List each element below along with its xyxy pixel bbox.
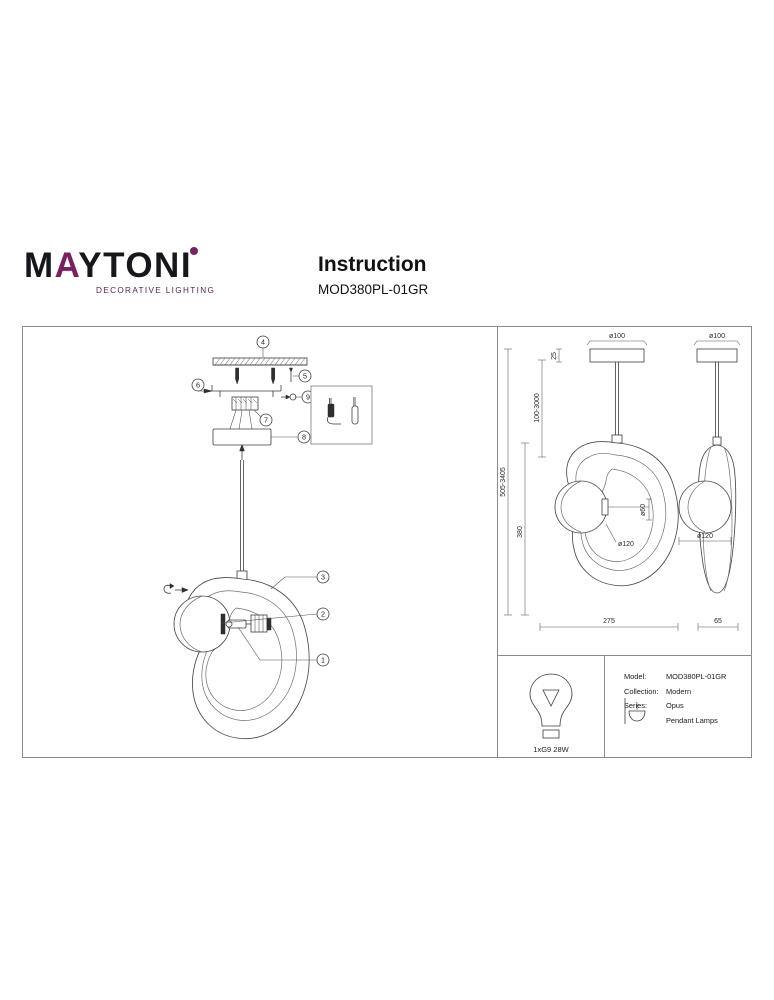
page-header: MAYTONI DECORATIVE LIGHTING Instruction … <box>0 244 774 314</box>
dim-canopy-diameter-side-label: ø100 <box>709 333 725 340</box>
logo-tagline: DECORATIVE LIGHTING <box>96 286 216 295</box>
spec-key-series: Series: <box>624 701 648 710</box>
pendant-lamp-icon <box>624 698 646 724</box>
dim-total-height: 505-3405 <box>500 348 512 616</box>
spec-row-collection: Collection: Modern <box>624 685 726 700</box>
frame-vertical-divider <box>497 327 498 757</box>
dim-ball-diameter-front-label: ø120 <box>618 541 634 548</box>
logo-dot-icon <box>190 247 198 255</box>
callout-5-label: 5 <box>303 372 307 381</box>
front-view <box>554 348 679 587</box>
model-code: MOD380PL-01GR <box>318 282 429 297</box>
callout-9-label: 9 <box>306 393 310 402</box>
callout-3: 3 <box>270 570 330 590</box>
title-block: Instruction MOD380PL-01GR <box>318 252 428 300</box>
dim-shade-width: 275 <box>539 618 679 631</box>
callout-8: 8 <box>271 430 311 444</box>
tools-inset-box <box>310 385 373 445</box>
spec-key-collection: Collection: <box>624 686 659 696</box>
spec-list: Model: MOD380PL-01GR Collection: Modern … <box>624 670 726 728</box>
dim-ball-diameter-front: ø120 <box>605 523 634 548</box>
screwdriver-icon <box>351 397 359 425</box>
mounting-screws <box>235 367 293 385</box>
spec-row-category: Pendant Lamps <box>666 714 726 729</box>
dim-shade-height: 380 <box>517 442 529 616</box>
assembly-direction-arrow <box>239 443 245 460</box>
callout-5: 5 <box>293 369 312 383</box>
product-spec-cell: Model: MOD380PL-01GR Collection: Modern … <box>605 656 752 758</box>
drawing-frame: 4 5 6 <box>22 326 752 758</box>
callout-4: 4 <box>256 335 270 357</box>
callout-1-label: 1 <box>321 656 325 665</box>
callout-3-label: 3 <box>321 573 325 582</box>
bulb-spec-label: 1xG9 28W <box>533 745 569 754</box>
dim-canopy-diameter-front-label: ø100 <box>609 333 625 340</box>
terminal-block <box>229 396 259 430</box>
callout-7-label: 7 <box>264 416 268 425</box>
logo-text-part2: YTONI <box>78 246 193 285</box>
assembly-diagram: 4 5 6 <box>163 335 373 740</box>
ceiling-surface <box>212 357 308 366</box>
info-box-top-divider <box>497 655 751 656</box>
dim-cord-length-label: 100-3000 <box>534 393 541 423</box>
spec-value-category: Pendant Lamps <box>666 715 718 725</box>
callout-6-label: 6 <box>196 381 200 390</box>
product-detail-view: 3 2 1 <box>163 570 330 740</box>
spec-row-model: Model: MOD380PL-01GR <box>624 670 726 685</box>
canopy <box>212 428 272 446</box>
dim-canopy-height: 25 <box>551 348 562 363</box>
callout-1: 1 <box>237 626 330 667</box>
rotation-indicator-icon <box>163 583 189 594</box>
wire-stripper-icon <box>326 398 341 425</box>
logo-text-part1: M <box>24 246 55 285</box>
side-view <box>678 348 738 594</box>
spec-key-model: Model: <box>624 672 647 681</box>
dim-canopy-height-label: 25 <box>551 352 558 360</box>
maytoni-logo: MAYTONI DECORATIVE LIGHTING <box>24 246 224 295</box>
spec-value-collection: Modern <box>666 686 692 696</box>
callout-4-label: 4 <box>261 338 265 347</box>
spec-value-model: MOD380PL-01GR <box>666 672 727 681</box>
dim-shade-width-label: 275 <box>603 618 615 625</box>
callout-9: 9 <box>281 390 315 404</box>
logo-text-accent: A <box>54 246 79 285</box>
dim-side-depth-label: 65 <box>714 618 722 625</box>
dim-ball-diameter-side: ø120 <box>678 533 732 545</box>
callout-2-label: 2 <box>321 610 325 619</box>
mounting-bracket <box>211 385 282 397</box>
dim-socket-diameter: ø60 <box>608 498 652 521</box>
dimension-drawings: ø100 25 100-3000 505-3405 38 <box>500 333 741 631</box>
dim-shade-height-label: 380 <box>517 526 524 538</box>
info-box-middle-divider <box>604 655 605 757</box>
dim-canopy-diameter-side: ø100 <box>693 333 741 346</box>
spec-row-series: Series: Opus <box>624 699 726 714</box>
page-title: Instruction <box>318 253 427 276</box>
callout-7: 7 <box>253 409 273 427</box>
callout-2: 2 <box>221 607 330 624</box>
callout-8-label: 8 <box>302 433 306 442</box>
callout-6: 6 <box>191 378 213 394</box>
dim-socket-diameter-label: ø60 <box>640 504 647 516</box>
bulb-icon <box>529 673 573 739</box>
dim-side-depth: 65 <box>697 618 739 631</box>
dim-cord-length: 100-3000 <box>534 359 546 458</box>
dim-ball-diameter-side-label: ø120 <box>697 533 713 540</box>
bulb-spec-cell: 1xG9 28W <box>498 656 604 758</box>
logo-wordmark: MAYTONI <box>24 246 224 286</box>
spec-value-series: Opus <box>666 701 684 710</box>
dim-canopy-diameter-front: ø100 <box>586 333 648 346</box>
dim-total-height-label: 505-3405 <box>500 467 507 497</box>
suspension-cord <box>240 460 244 571</box>
